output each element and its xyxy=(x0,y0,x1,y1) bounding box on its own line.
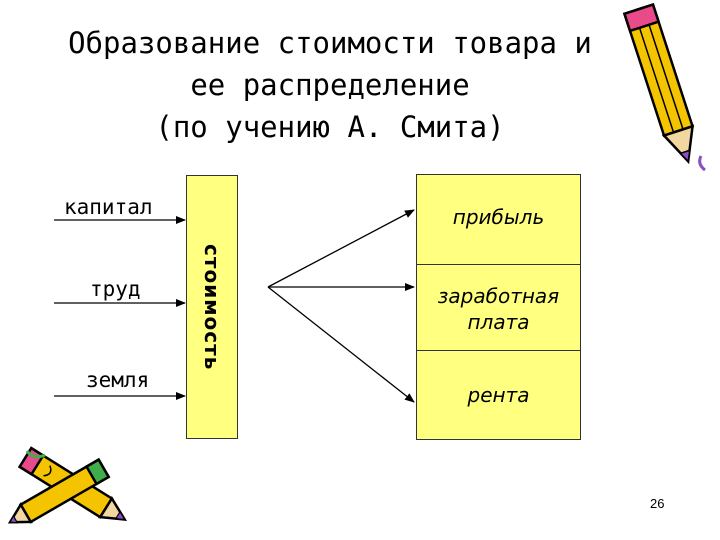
wages-label-line1: заработная xyxy=(437,284,560,308)
pencils-icon xyxy=(7,446,128,524)
label-land: земля xyxy=(86,368,150,392)
arrow-to-profit xyxy=(267,209,415,288)
label-labor: труд xyxy=(90,277,141,301)
title-line-2: ее распределение xyxy=(190,68,470,102)
divider-1 xyxy=(416,264,581,265)
title-line-1: Образование стоимости товара и xyxy=(68,26,592,60)
arrow-to-rent xyxy=(267,286,415,403)
cell-wages: заработная плата xyxy=(416,283,581,335)
label-capital: капитал xyxy=(64,195,153,219)
cell-profit: прибыль xyxy=(416,204,581,230)
profit-label: прибыль xyxy=(452,205,545,229)
pencil-icon xyxy=(622,2,706,172)
value-label: стоимость xyxy=(200,243,224,371)
value-box xyxy=(186,175,238,439)
title-line-3: (по учению А. Смита) xyxy=(155,110,505,144)
wages-label-line2: плата xyxy=(467,310,530,334)
rent-label: рента xyxy=(467,383,530,407)
divider-2 xyxy=(416,350,581,351)
value-label-container: стоимость xyxy=(186,175,238,439)
slide-title: Образование стоимости товара и ее распре… xyxy=(40,22,620,148)
page-number: 26 xyxy=(650,496,665,511)
cell-rent: рента xyxy=(416,382,581,408)
distribution-box xyxy=(416,174,581,440)
